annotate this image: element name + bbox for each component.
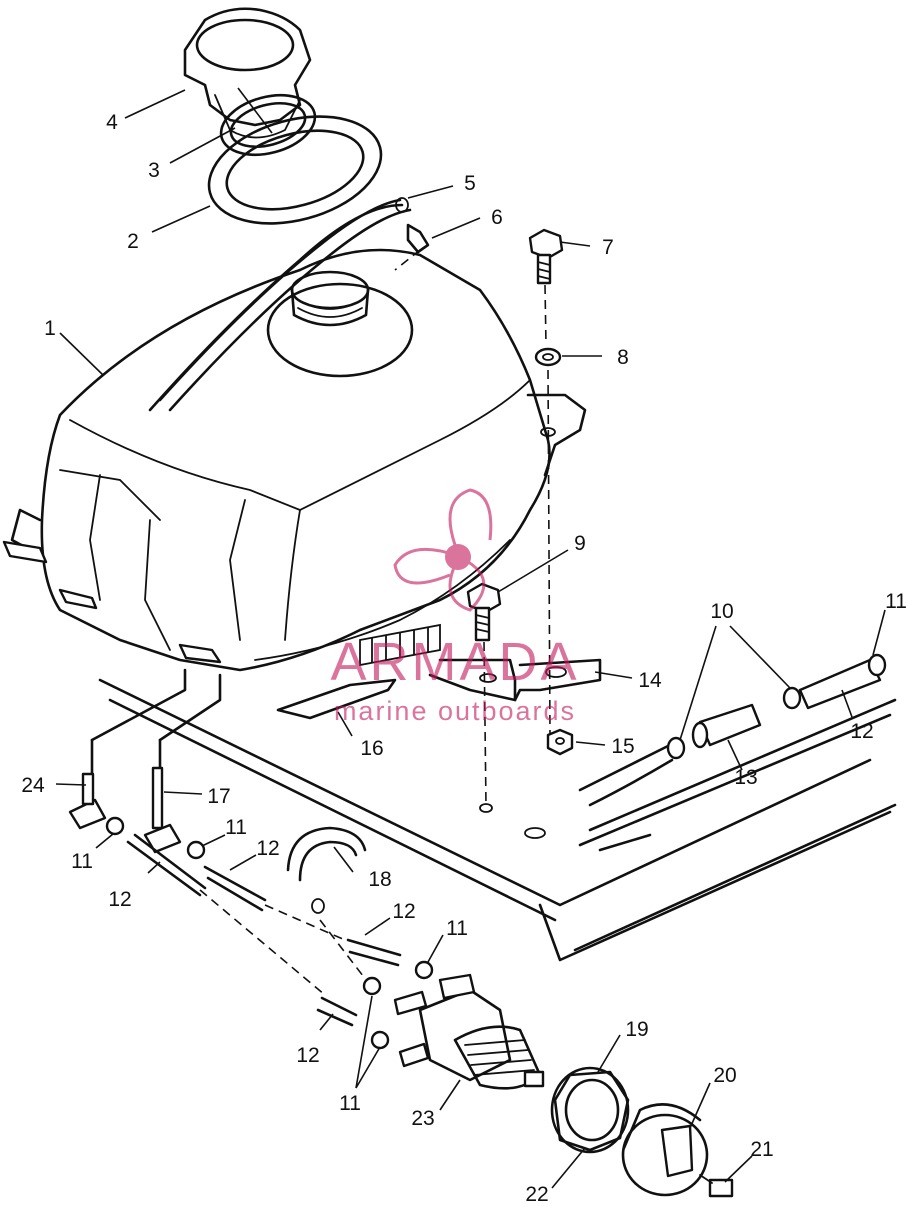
- mount-hardware: [276, 582, 602, 806]
- petcock-valve: [393, 973, 545, 1090]
- frame-rails: [98, 678, 897, 962]
- callout-9: 9: [574, 532, 586, 555]
- callout-11-b: 11: [71, 850, 93, 873]
- callout-7: 7: [602, 236, 614, 259]
- callout-5: 5: [464, 172, 476, 195]
- callout-11-a: 11: [885, 590, 907, 613]
- watermark: ARMADA marine outboards: [330, 488, 579, 726]
- callout-8: 8: [617, 346, 629, 369]
- callout-1: 1: [44, 317, 56, 340]
- callout-15: 15: [611, 735, 634, 758]
- petcock-nut-and-knob: [550, 1066, 734, 1198]
- callout-11-c: 11: [225, 816, 247, 839]
- callout-11-d: 11: [446, 917, 468, 940]
- callout-11-e: 11: [339, 1092, 361, 1115]
- callout-21: 21: [750, 1138, 773, 1161]
- cap-gasket: [219, 93, 317, 157]
- watermark-brand: ARMADA: [330, 632, 579, 692]
- callout-18: 18: [368, 868, 391, 891]
- callout-16: 16: [360, 737, 383, 760]
- callout-12-c: 12: [108, 888, 131, 911]
- callout-12-b: 12: [256, 837, 279, 860]
- callout-20: 20: [713, 1064, 736, 1087]
- callout-labels: 1 2 3 4 5 6 7 8 9 10 11 11 11 11 11 11 1…: [21, 111, 907, 1206]
- callout-24: 24: [21, 774, 45, 797]
- callout-13: 13: [734, 766, 757, 789]
- fuel-tank: [2, 198, 587, 672]
- filler-shield: [207, 115, 383, 225]
- callout-12-e: 12: [296, 1044, 319, 1067]
- bolt-7-and-washer-8: [528, 228, 564, 736]
- callout-6: 6: [491, 206, 503, 229]
- leader-lines: [55, 87, 886, 1189]
- callout-10: 10: [710, 600, 733, 623]
- inline-filter-assembly: [578, 653, 887, 807]
- propeller-logo: [393, 488, 493, 612]
- callout-19: 19: [625, 1018, 648, 1041]
- callout-2: 2: [127, 230, 139, 253]
- callout-12-d: 12: [392, 900, 415, 923]
- petcock-lines: [68, 668, 434, 1050]
- callout-14: 14: [638, 669, 662, 692]
- callout-23: 23: [411, 1107, 434, 1130]
- watermark-tagline: marine outboards: [334, 696, 576, 726]
- callout-12-a: 12: [850, 720, 873, 743]
- callout-4: 4: [106, 111, 118, 134]
- vent-hose-and-fitting: [148, 197, 430, 412]
- callout-17: 17: [207, 785, 230, 808]
- callout-3: 3: [148, 159, 160, 182]
- callout-22: 22: [525, 1183, 548, 1206]
